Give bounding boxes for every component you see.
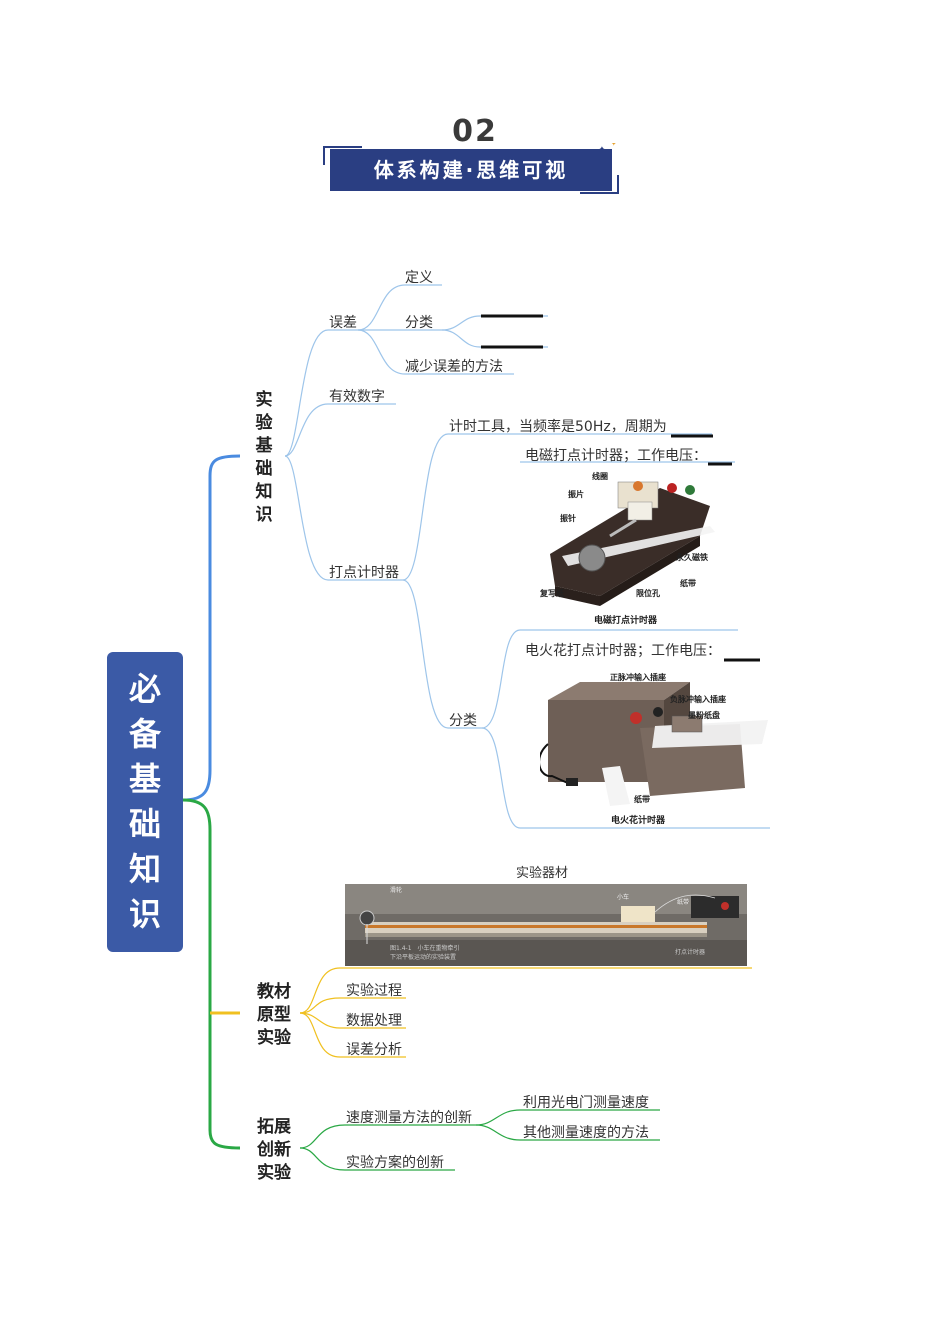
electromagnetic-timer-image: 线圈 振片 振针 永久磁铁 纸带 限位孔 复写纸 — [540, 471, 715, 606]
banner-title: 体系构建·思维可视 — [330, 149, 612, 191]
node-experiment-process: 实验过程 — [346, 983, 402, 999]
node-timer: 打点计时器 — [329, 565, 399, 581]
node-electromagnetic-timer: 电磁打点计时器；工作电压： — [525, 448, 707, 464]
spark-timer-image: 正脉冲输入插座 负脉冲输入插座 墨粉纸盘 纸带 — [540, 672, 768, 806]
part-label-tape: 纸带 — [680, 578, 696, 588]
node-speed-method-innovation: 速度测量方法的创新 — [346, 1110, 472, 1126]
part-label-negative-socket: 负脉冲输入插座 — [670, 694, 726, 704]
node-spark-timer: 电火花打点计时器；工作电压： — [525, 643, 721, 659]
node-error-classification: 分类 — [405, 315, 433, 331]
root-node: 必备基 础知识 — [107, 652, 183, 952]
section-number: 02 — [452, 114, 498, 149]
photo-label-cart: 小车 — [617, 893, 629, 901]
photo-label-tape: 纸带 — [677, 898, 689, 906]
node-significant-figures: 有效数字 — [329, 389, 385, 405]
equipment-photo: 滑轮 小车 纸带 打点计时器 图1.4-1 小车在重物牵引 下沿平板运动的实验装… — [345, 884, 747, 966]
part-label-needle: 振针 — [560, 513, 576, 523]
node-error-analysis: 误差分析 — [346, 1042, 402, 1058]
branch-textbook-experiment: 教材原型实验 — [257, 982, 291, 1048]
node-reduce-error: 减少误差的方法 — [405, 359, 503, 375]
part-label-carbon-paper: 复写纸 — [540, 588, 564, 598]
part-label-vibrating-plate: 振片 — [568, 489, 584, 499]
node-scheme-innovation: 实验方案的创新 — [346, 1155, 444, 1171]
part-label-positive-socket: 正脉冲输入插座 — [610, 672, 666, 682]
electromagnetic-caption: 电磁打点计时器 — [594, 616, 658, 626]
part-label-coil: 线圈 — [592, 471, 608, 481]
svg-text:✦: ✦ — [610, 143, 618, 149]
node-timer-tool: 计时工具，当频率是50Hz，周期为 — [449, 419, 667, 435]
spark-caption: 电火花计时器 — [611, 816, 666, 826]
photo-caption-line1: 图1.4-1 小车在重物牵引 — [390, 944, 460, 952]
part-label-limit-hole: 限位孔 — [636, 588, 660, 598]
photo-label-pulley: 滑轮 — [390, 886, 402, 894]
node-other-speed-methods: 其他测量速度的方法 — [523, 1125, 649, 1141]
part-label-magnet: 永久磁铁 — [675, 552, 708, 562]
photo-label-timer: 打点计时器 — [675, 948, 705, 956]
part-label-ink-disc: 墨粉纸盘 — [688, 710, 720, 720]
photo-caption-line2: 下沿平板运动的实验装置 — [390, 953, 456, 961]
node-error: 误差 — [329, 315, 357, 331]
branch-basic-knowledge: 实验 基础 知识 — [255, 390, 273, 525]
branch-extension-experiment: 拓展创新实验 — [257, 1117, 291, 1183]
part-label-spark-tape: 纸带 — [634, 794, 650, 804]
node-data-processing: 数据处理 — [346, 1013, 402, 1029]
node-timer-classification: 分类 — [449, 713, 477, 729]
equipment-title: 实验器材 — [516, 866, 569, 881]
node-definition: 定义 — [405, 270, 433, 286]
node-photogate: 利用光电门测量速度 — [523, 1095, 649, 1111]
